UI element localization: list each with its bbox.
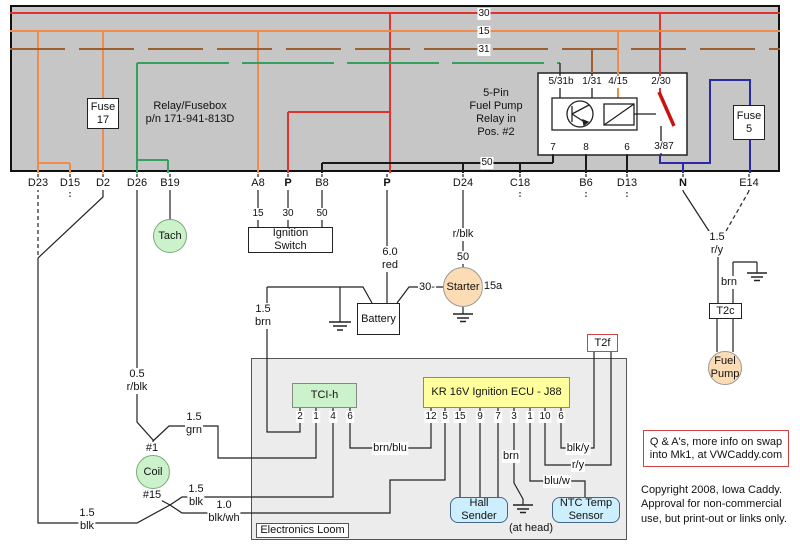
battery-wire-brn: 1.5 brn — [254, 303, 272, 329]
tci-h-module: TCI-h — [292, 383, 357, 408]
hall-sender: Hall Sender — [450, 497, 508, 523]
starter-wire-50: 50 — [455, 251, 471, 264]
ecu-pin-12: 12 — [424, 411, 438, 423]
relay-pin-4-15: 4/15 — [607, 76, 629, 88]
loom-label: Electronics Loom — [256, 523, 349, 538]
wire-brn-ecu: brn — [502, 450, 520, 463]
connector-t2c: T2c — [709, 303, 742, 319]
coil-terminal-1: #1 — [144, 442, 160, 455]
connector-b6: B6 — [578, 177, 594, 190]
battery-wire-red: 6.0 red — [381, 246, 399, 272]
rail-31-label: 31 — [477, 44, 491, 56]
copyright-note: Copyright 2008, Iowa Caddy. Approval for… — [641, 484, 787, 525]
coil-wire-rblk: 0.5 r/blk — [125, 368, 149, 394]
tci-pin-4: 4 — [329, 411, 337, 423]
fusebox-caption: Relay/Fusebox p/n 171-941-813D — [145, 100, 235, 125]
connector-d26: D26 — [125, 177, 149, 190]
ecu-pin-15: 15 — [453, 411, 467, 423]
coil-terminal-15: #15 — [141, 489, 163, 502]
battery: Battery — [357, 303, 400, 335]
connector-d2: D2 — [94, 177, 112, 190]
connector-e14: E14 — [738, 177, 760, 190]
green-bus-wires — [136, 62, 560, 173]
coil-wire-grn: 1.5 grn — [185, 411, 203, 437]
ecu-pin-5: 5 — [441, 411, 449, 423]
relay-switch-blade — [657, 91, 676, 127]
rail-31-wires — [10, 48, 780, 73]
wire-blky: blk/y — [565, 442, 591, 455]
relay-pin-3-87: 3/87 — [653, 141, 675, 153]
relay-caption: 5-Pin Fuel Pump Relay in Pos. #2 — [469, 87, 523, 138]
ecu-pin-1: 1 — [526, 411, 534, 423]
wire-brnblu: brn/blu — [372, 442, 408, 455]
tci-pin-2: 2 — [296, 411, 304, 423]
connector-a8: A8 — [250, 177, 266, 190]
relay-pin-1-31: 1/31 — [581, 76, 603, 88]
connector-n: N — [678, 177, 688, 190]
fuel-pump: Fuel Pump — [708, 351, 742, 385]
fuse-5: Fuse 5 — [733, 105, 765, 140]
tci-pin-1: 1 — [312, 411, 320, 423]
wire-bluw: blu/w — [543, 475, 571, 488]
ground-symbols — [329, 272, 767, 514]
blue-output-wires — [659, 79, 751, 173]
terminal-50-wires — [321, 155, 628, 173]
connector-d23: D23 — [26, 177, 50, 190]
coil-wire-blk-right: 1.5 blk — [187, 483, 205, 509]
starter: Starter — [443, 267, 483, 307]
ecu-pin-7: 7 — [494, 411, 502, 423]
connector-d13: D13 — [615, 177, 639, 190]
rail-30-label: 30 — [477, 8, 491, 20]
rail-15-label: 15 — [477, 26, 491, 38]
wire-ry: r/y — [570, 459, 586, 472]
ecu-pin-10: 10 — [538, 411, 552, 423]
relay-internals — [551, 63, 662, 155]
at-head-note: (at head) — [508, 522, 554, 534]
pump-wire-brn: brn — [720, 276, 738, 289]
coil: Coil — [136, 455, 170, 489]
connector-d24: D24 — [451, 177, 475, 190]
ign-pin-15: 15 — [251, 208, 265, 220]
relay-pin-7: 7 — [549, 142, 557, 154]
ign-pin-30: 30 — [281, 208, 295, 220]
connector-t2f: T2f — [587, 334, 618, 352]
ecu-module: KR 16V Ignition ECU - J88 — [423, 377, 570, 408]
pump-wire-ry: 1.5 r/y — [708, 231, 726, 257]
ign-pin-50: 50 — [315, 208, 329, 220]
coil-wire-blk-left: 1.5 blk — [78, 507, 96, 533]
starter-wire-rblk: r/blk — [451, 228, 475, 241]
connector-b8: B8 — [314, 177, 330, 190]
ntc-temp-sensor: NTC Temp Sensor — [552, 497, 620, 523]
tci-pin-6: 6 — [346, 411, 354, 423]
tach: Tach — [153, 219, 187, 253]
starter-terminal-15a: 15a — [482, 280, 504, 293]
relay-pin-6: 6 — [623, 142, 631, 154]
ecu-pin-3: 3 — [510, 411, 518, 423]
ecu-pin-6: 6 — [557, 411, 565, 423]
coil-wire-blkwh: 1.0 blk/wh — [207, 499, 241, 525]
ignition-switch: Ignition Switch — [248, 227, 333, 253]
relay-pin-5-31b: 5/31b — [547, 76, 575, 88]
connector-b19: B19 — [159, 177, 181, 190]
relay-pin-2-30: 2/30 — [650, 76, 672, 88]
connector-c18: C18 — [508, 177, 532, 190]
rail-50-label: 50 — [480, 157, 494, 169]
connector-p2: P — [382, 177, 392, 190]
starter-terminal-30: 30- — [418, 281, 436, 294]
qa-note: Q & A's, more info on swap into Mk1, at … — [643, 430, 789, 467]
connector-p1: P — [283, 177, 293, 190]
connector-d15: D15 — [58, 177, 82, 190]
ecu-pin-9: 9 — [476, 411, 484, 423]
rail-30-wires — [10, 12, 780, 173]
fuse-17: Fuse 17 — [87, 98, 119, 129]
relay-pin-8: 8 — [582, 142, 590, 154]
